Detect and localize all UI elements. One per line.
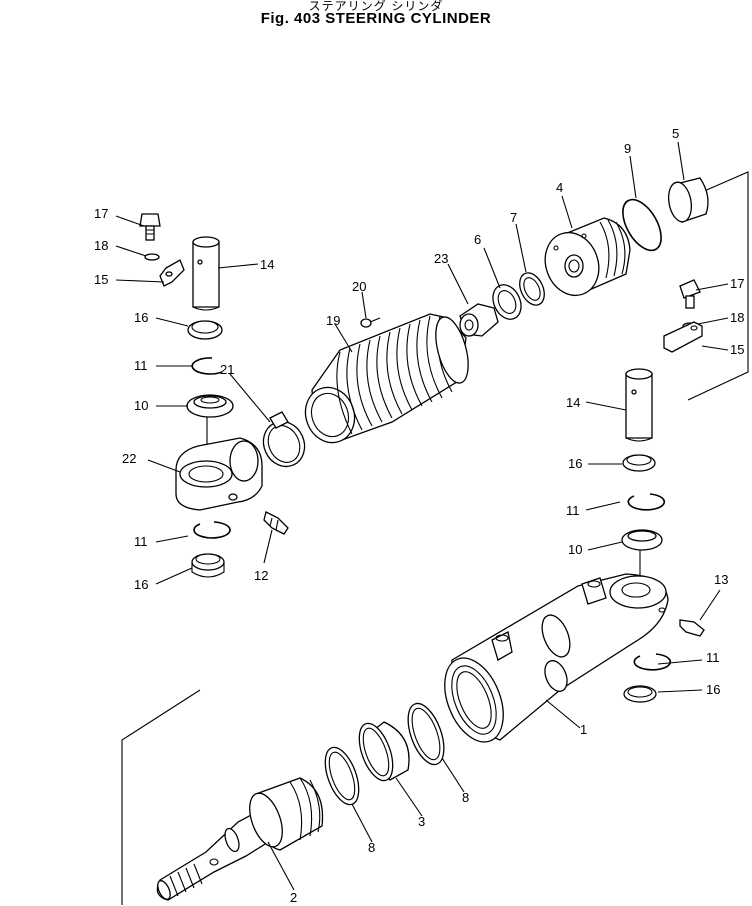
part-14-pin-right xyxy=(625,368,653,442)
callout-23: 23 xyxy=(434,251,448,266)
part-15-lock-plate-left xyxy=(159,259,185,287)
callout-6: 6 xyxy=(474,232,481,247)
leader-lines xyxy=(115,141,729,891)
callout-16-upper-right: 16 xyxy=(568,456,582,471)
part-2-piston-rod xyxy=(156,777,324,901)
part-12-grease-fitting-left xyxy=(263,511,289,535)
part-16-bushing-upper-left xyxy=(187,320,223,340)
callout-10-right: 10 xyxy=(568,542,582,557)
callout-18-left: 18 xyxy=(94,238,108,253)
callout-11-upper-left: 11 xyxy=(134,358,148,373)
callout-11-lower-left: 11 xyxy=(134,534,148,549)
part-7-packing xyxy=(519,272,545,306)
part-5-bushing xyxy=(667,177,709,223)
callout-12: 12 xyxy=(254,568,268,583)
part-10-bearing-left xyxy=(186,394,234,418)
part-17-bolt-right xyxy=(679,279,701,309)
part-20-screw xyxy=(360,317,381,328)
callout-15-left: 15 xyxy=(94,272,108,287)
part-3-piston-seal xyxy=(358,721,410,782)
part-17-bolt-left xyxy=(139,213,161,241)
callout-22: 22 xyxy=(122,451,136,466)
part-16-bushing-lower-left xyxy=(191,553,225,578)
callout-9: 9 xyxy=(624,141,631,156)
callout-16-lower-left: 16 xyxy=(134,577,148,592)
callout-17-right: 17 xyxy=(730,276,744,291)
part-8-wear-ring-upper xyxy=(407,702,445,766)
part-11-snap-ring-lower-left xyxy=(193,521,231,539)
figure-title: Fig. 403 STEERING CYLINDER xyxy=(260,10,492,27)
callout-16-upper-left: 16 xyxy=(134,310,148,325)
callout-7: 7 xyxy=(510,210,517,225)
callout-15-right: 15 xyxy=(730,342,744,357)
callout-16-lower-right: 16 xyxy=(706,682,720,697)
part-11-snap-ring-lower-right xyxy=(633,653,672,671)
callout-19: 19 xyxy=(326,313,340,328)
part-16-bushing-lower-right xyxy=(623,685,657,703)
callout-18-right: 18 xyxy=(730,310,744,325)
frame-line-right xyxy=(687,171,749,401)
callout-1: 1 xyxy=(580,722,587,737)
part-19-bellows-boot xyxy=(304,313,469,444)
callout-11-upper-right: 11 xyxy=(566,503,580,518)
part-22-rod-eye xyxy=(175,437,263,511)
part-10-bearing-right xyxy=(621,529,663,551)
callout-13: 13 xyxy=(714,572,728,587)
part-18-washer-left xyxy=(144,253,160,261)
part-14-pin-left xyxy=(192,236,220,311)
callout-2: 2 xyxy=(290,890,297,905)
callout-10-left: 10 xyxy=(134,398,148,413)
part-11-snap-ring-upper-right xyxy=(627,493,666,511)
part-1-cylinder-tube xyxy=(444,573,669,743)
callout-3: 3 xyxy=(418,814,425,829)
part-9-o-ring xyxy=(622,198,662,252)
callout-21: 21 xyxy=(220,362,234,377)
part-8-wear-ring-lower xyxy=(324,746,360,806)
callout-5: 5 xyxy=(672,126,679,141)
frame-line-left xyxy=(121,689,201,905)
part-23-nut xyxy=(459,303,499,337)
callout-8-lower: 8 xyxy=(368,840,375,855)
callout-17-left: 17 xyxy=(94,206,108,221)
part-13-grease-fitting-right xyxy=(679,619,705,637)
callout-8-upper: 8 xyxy=(462,790,469,805)
callout-20: 20 xyxy=(352,279,366,294)
part-21-hose-clamp xyxy=(262,411,306,468)
part-11-snap-ring-upper-left xyxy=(191,357,223,375)
callout-14-left: 14 xyxy=(260,257,274,272)
part-4-cylinder-head xyxy=(544,217,631,297)
callout-labels: 17 18 15 14 16 11 10 22 11 16 12 21 19 2… xyxy=(94,126,744,905)
figure-title-japanese: ステアリング シリンダ xyxy=(308,0,444,13)
part-16-bushing-upper-right xyxy=(622,454,656,472)
callout-14-right: 14 xyxy=(566,395,580,410)
callout-4: 4 xyxy=(556,180,563,195)
part-15-lock-plate-right xyxy=(663,321,703,353)
callout-11-lower-right: 11 xyxy=(706,650,720,665)
